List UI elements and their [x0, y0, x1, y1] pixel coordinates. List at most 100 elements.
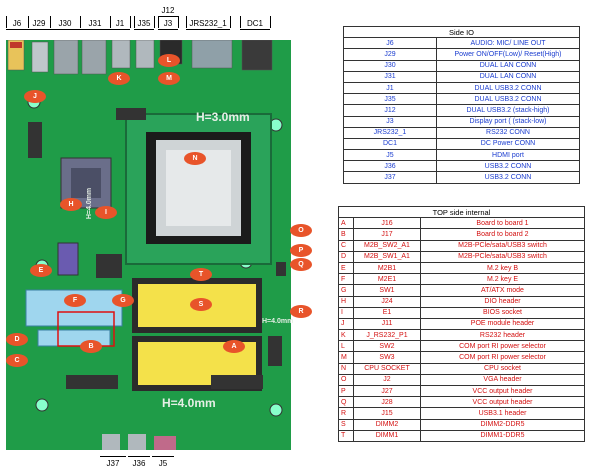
designator-cell: M2B_SW1_A1 [353, 250, 421, 263]
description-cell: DC Power CONN [436, 137, 580, 151]
connector-id-cell: DC1 [343, 137, 437, 151]
designator-cell: SW2 [353, 340, 421, 353]
description-cell: AUDIO: MIC/ LINE OUT [436, 37, 580, 50]
description-cell: RS232 CONN [436, 126, 580, 139]
top-internal-title-row: TOP side internal [338, 205, 585, 219]
marker-q: Q [290, 258, 312, 271]
connector-tick [154, 16, 155, 28]
connector-tick [110, 16, 111, 28]
description-cell: DUAL USB3.2 (stack-high) [436, 104, 580, 117]
marker-h: H [60, 198, 82, 211]
function-cell: VCC output header [420, 384, 585, 398]
marker-letter-cell: I [338, 306, 354, 319]
designator-cell: SW3 [353, 351, 421, 364]
marker-f: F [64, 294, 86, 307]
function-cell: VCC output header [420, 396, 585, 409]
designator-cell: DIMM2 [353, 418, 421, 431]
description-cell: Power ON/OFF(Low)/ Reset(High) [436, 48, 580, 61]
connector-tick [134, 16, 135, 28]
connector-id-cell: J3 [343, 115, 437, 128]
connector-label-j12: J12 [158, 4, 178, 17]
connector-tick [6, 16, 7, 28]
connector-tick [230, 16, 231, 28]
dim-label-right: H=4.0mm [262, 318, 294, 325]
designator-cell: M2B1 [353, 261, 421, 275]
marker-letter-cell: J [338, 317, 354, 331]
marker-letter-cell: O [338, 373, 354, 387]
connector-label-j5: J5 [152, 456, 174, 471]
side-io-title-row: Side IO [343, 25, 580, 39]
designator-cell: J15 [353, 407, 421, 420]
function-cell: M2B-PCle/sata/USB3 switch [420, 239, 585, 252]
connector-id-cell: JRS232_1 [343, 126, 437, 139]
marker-i: I [95, 206, 117, 219]
marker-letter-cell: K [338, 329, 354, 342]
marker-b: B [80, 340, 102, 353]
function-cell: POE module header [420, 317, 585, 331]
marker-letter-cell: D [338, 250, 354, 263]
connector-id-cell: J29 [343, 48, 437, 61]
marker-letter-cell: Q [338, 396, 354, 409]
designator-cell: M2E1 [353, 273, 421, 286]
connector-label-j6: J6 [6, 16, 28, 30]
connector-tick [186, 16, 187, 28]
description-cell: DUAL USB3.2 CONN [436, 81, 580, 95]
connector-id-cell: J30 [343, 59, 437, 72]
marker-r: R [290, 305, 312, 318]
function-cell: M.2 key E [420, 273, 585, 286]
marker-m: M [158, 72, 180, 85]
designator-cell: J_RS232_P1 [353, 329, 421, 342]
marker-e: E [30, 264, 52, 277]
description-cell: DUAL LAN CONN [436, 70, 580, 83]
function-cell: M.2 key B [420, 261, 585, 275]
connector-label-jrs232_1: JRS232_1 [186, 16, 230, 30]
connector-id-cell: J12 [343, 104, 437, 117]
function-cell: USB3.1 header [420, 407, 585, 420]
designator-cell: E1 [353, 306, 421, 319]
description-cell: USB3.2 CONN [436, 160, 580, 173]
function-cell: BIOS socket [420, 306, 585, 319]
side-io-title: Side IO [343, 25, 580, 39]
description-cell: DUAL LAN CONN [436, 59, 580, 72]
marker-g: G [112, 294, 134, 307]
connector-tick [240, 16, 241, 28]
connector-tick [178, 16, 179, 28]
connector-id-cell: J1 [343, 81, 437, 95]
marker-l: L [158, 54, 180, 67]
board-graphic [7, 40, 286, 450]
connector-id-cell: J5 [343, 149, 437, 162]
designator-cell: J27 [353, 384, 421, 398]
dim-label-top: H=3.0mm [196, 110, 250, 124]
marker-letter-cell: H [338, 295, 354, 308]
function-cell: Board to board 2 [420, 228, 585, 241]
marker-k: K [108, 72, 130, 85]
connector-id-cell: J31 [343, 70, 437, 83]
connector-tick [158, 16, 159, 28]
connector-label-j3: J3 [158, 16, 178, 30]
connector-label-j30: J30 [50, 16, 80, 30]
